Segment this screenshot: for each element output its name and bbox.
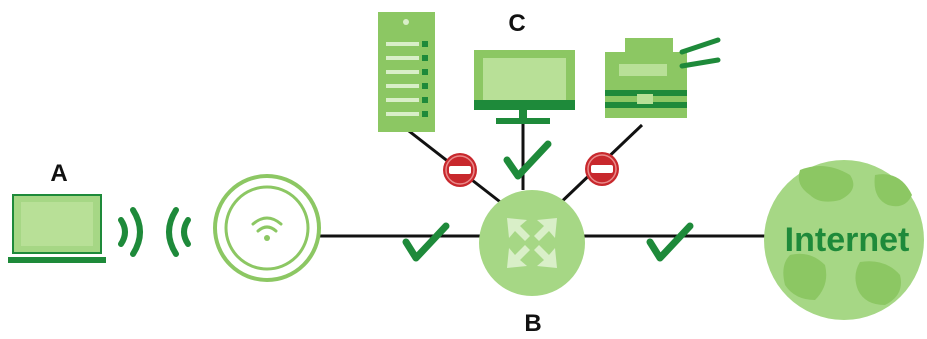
globe-icon — [764, 160, 924, 320]
server-icon — [378, 12, 435, 132]
laptop-icon — [8, 194, 106, 263]
access-point-icon — [213, 174, 321, 282]
label-a: A — [50, 160, 67, 187]
label-c: C — [508, 10, 525, 37]
check-icon-router-internet — [646, 222, 694, 262]
label-internet: Internet — [785, 221, 910, 259]
wifi-icon — [251, 216, 283, 233]
router-icon — [479, 190, 585, 296]
blocked-icon-printer — [585, 152, 619, 186]
label-b: B — [524, 310, 541, 337]
wireless-signal-icon — [118, 207, 191, 257]
printer-icon — [605, 37, 721, 118]
blocked-icon-server — [443, 153, 477, 187]
allowed-check-icons — [402, 140, 694, 262]
monitor-icon — [474, 50, 575, 124]
check-icon-monitor — [503, 140, 552, 180]
check-icon-ap-router — [402, 222, 450, 262]
